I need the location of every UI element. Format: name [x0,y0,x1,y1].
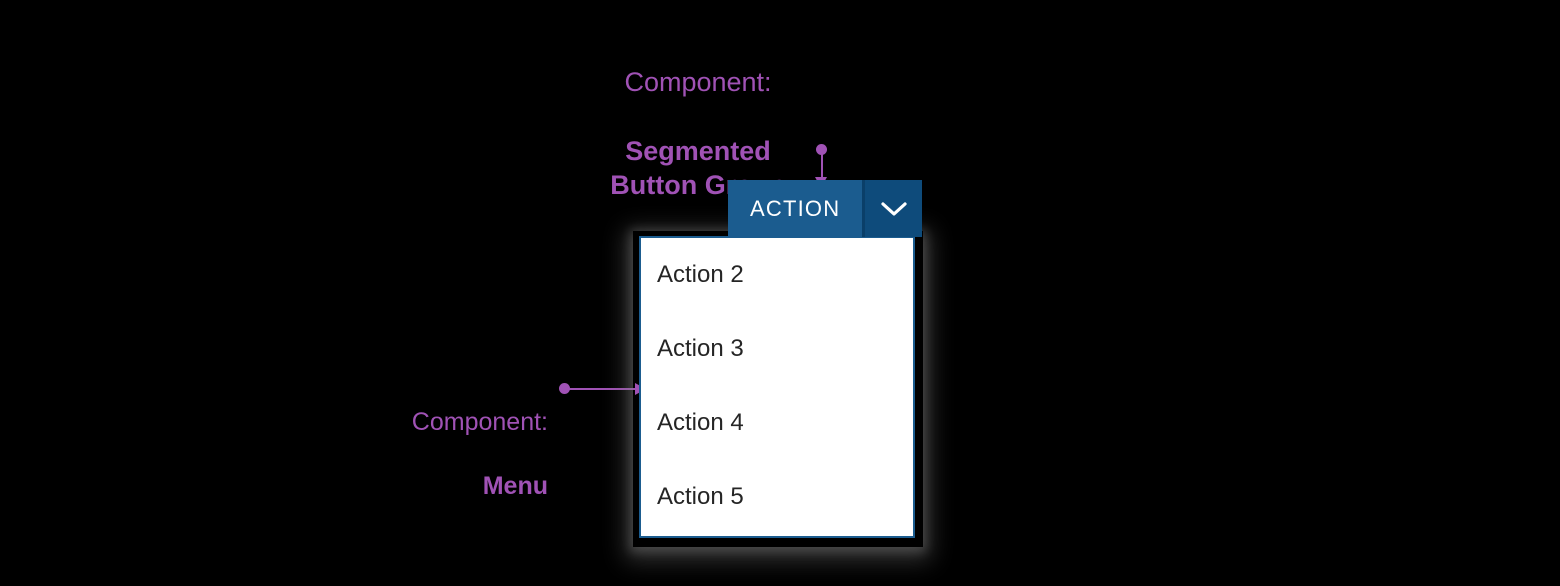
menu-list: Action 2 Action 3 Action 4 Action 5 [641,238,913,534]
menu-item[interactable]: Action 2 [657,261,744,288]
leader-dot [816,144,827,155]
annotation-label-name: Menu [482,472,548,500]
action-dropdown-toggle-button[interactable] [865,180,923,237]
leader-stem [820,151,823,180]
annotation-label-name: Segmented Button Group [610,135,785,201]
annotation-segmented-button-group: Component: Segmented Button Group [558,30,838,237]
leader-stem [565,387,637,390]
annotation-label-prefix: Component: [624,66,772,97]
chevron-down-icon [881,201,907,216]
leader-dot [559,383,570,394]
annotation-menu: Component: Menu [300,374,548,534]
action-button[interactable]: ACTION [728,180,863,237]
segment-divider [862,180,866,237]
menu-item[interactable]: Action 3 [657,335,744,362]
menu-item[interactable]: Action 4 [657,409,744,436]
menu-item[interactable]: Action 5 [657,483,744,510]
annotation-label-prefix: Component: [411,408,548,436]
segmented-button-group[interactable]: ACTION [728,180,923,237]
menu[interactable]: Action 2 Action 3 Action 4 Action 5 [639,236,915,538]
